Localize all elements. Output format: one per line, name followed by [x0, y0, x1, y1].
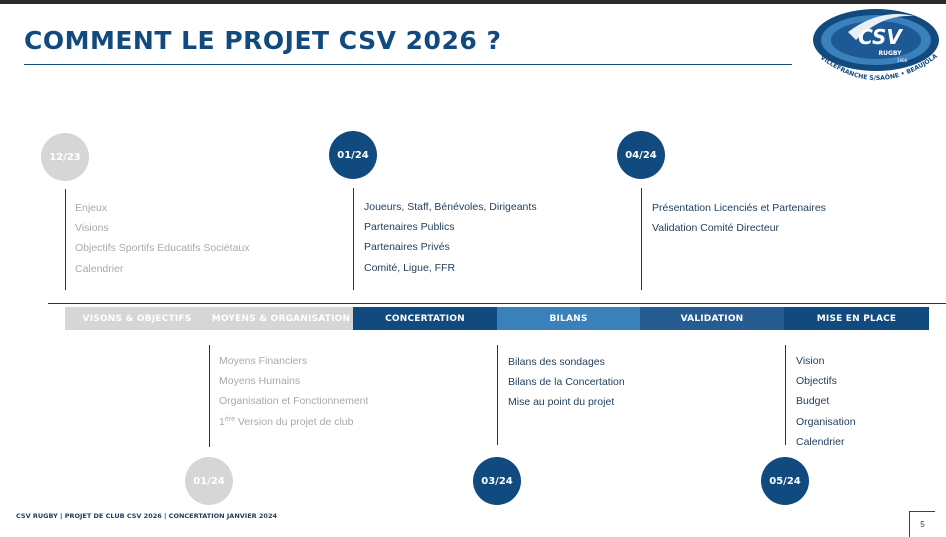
milestone-connector-01-24-bottom	[209, 345, 210, 447]
list-item: Moyens Financiers	[219, 355, 308, 367]
milestone-list-01-24-top: Joueurs, Staff, Bénévoles, Dirigeants Pa…	[364, 197, 537, 278]
milestone-circle-04-24: 04/24	[617, 131, 665, 179]
list-item: Présentation Licenciés et Partenaires	[652, 202, 826, 214]
milestone-connector-12-23	[65, 189, 66, 290]
milestone-circle-03-24: 03/24	[473, 457, 521, 505]
list-item: Calendrier	[75, 262, 124, 275]
milestone-list-12-23: Enjeux Visions Objectifs Sportifs Educat…	[75, 198, 250, 279]
list-item: Objectifs	[796, 375, 837, 388]
list-item: Organisation	[796, 415, 856, 428]
csv-rugby-logo: CSV RUGBY 1908 VILLEFRANCHE S/SAÔNE • BE…	[810, 6, 939, 82]
slide-title: COMMENT LE PROJET CSV 2026 ?	[24, 26, 502, 55]
list-item: 1ère Version du projet de club	[219, 412, 368, 432]
list-item: Vision	[796, 355, 825, 367]
phase-validation: VALIDATION	[640, 307, 784, 330]
list-item: Bilans de la Concertation	[508, 376, 625, 389]
milestone-list-03-24: Bilans des sondages Bilans de la Concert…	[508, 352, 625, 413]
list-item: Mise au point du projet	[508, 396, 615, 409]
ordinal-suffix: ère	[224, 415, 235, 423]
milestone-connector-04-24	[641, 188, 642, 290]
timeline-axis	[48, 303, 946, 304]
logo-year-text: 1908	[897, 58, 908, 63]
list-item: Joueurs, Staff, Bénévoles, Dirigeants	[364, 201, 537, 213]
list-item: Organisation et Fonctionnement	[219, 395, 369, 408]
milestone-circle-01-24-bottom: 01/24	[185, 457, 233, 505]
list-item: Comité, Ligue, FFR	[364, 261, 456, 274]
logo-main-text: CSV	[858, 25, 903, 49]
list-item: Moyens Humains	[219, 375, 301, 388]
list-item: Enjeux	[75, 202, 108, 214]
top-border	[0, 0, 946, 4]
list-item: Objectifs Sportifs Educatifs Sociétaux	[75, 242, 250, 255]
list-item: Partenaires Publics	[364, 221, 455, 234]
list-item: Visions	[75, 222, 109, 235]
slide-footer: CSV RUGBY | PROJET DE CLUB CSV 2026 | CO…	[16, 512, 278, 520]
milestone-connector-01-24-top	[353, 188, 354, 290]
milestone-connector-03-24	[497, 345, 498, 445]
page-number: 5	[909, 511, 935, 537]
milestone-circle-12-23: 12/23	[41, 133, 89, 181]
phase-bilans: BILANS	[497, 307, 640, 330]
phase-mise-en-place: MISE EN PLACE	[784, 307, 929, 330]
list-item: Validation Comité Directeur	[652, 222, 780, 235]
phase-visions-objectifs: VISONS & OBJECTIFS	[65, 307, 209, 330]
list-item: Budget	[796, 395, 830, 408]
milestone-list-04-24: Présentation Licenciés et Partenaires Va…	[652, 198, 826, 238]
milestone-list-05-24: Vision Objectifs Budget Organisation Cal…	[796, 351, 856, 452]
list-item: Calendrier	[796, 435, 845, 448]
title-underline	[24, 64, 792, 65]
phase-moyens-organisation: MOYENS & ORGANISATION	[209, 307, 353, 330]
list-item: Partenaires Privés	[364, 241, 450, 254]
ordinal-number: 1	[219, 415, 225, 428]
list-item-text: Version du projet de club	[234, 415, 354, 428]
milestone-list-01-24-bottom: Moyens Financiers Moyens Humains Organis…	[219, 351, 368, 432]
phase-concertation: CONCERTATION	[353, 307, 497, 330]
milestone-circle-01-24-top: 01/24	[329, 131, 377, 179]
logo-sub-text: RUGBY	[878, 50, 902, 57]
list-item: Bilans des sondages	[508, 356, 605, 368]
milestone-circle-05-24: 05/24	[761, 457, 809, 505]
milestone-connector-05-24	[785, 345, 786, 445]
